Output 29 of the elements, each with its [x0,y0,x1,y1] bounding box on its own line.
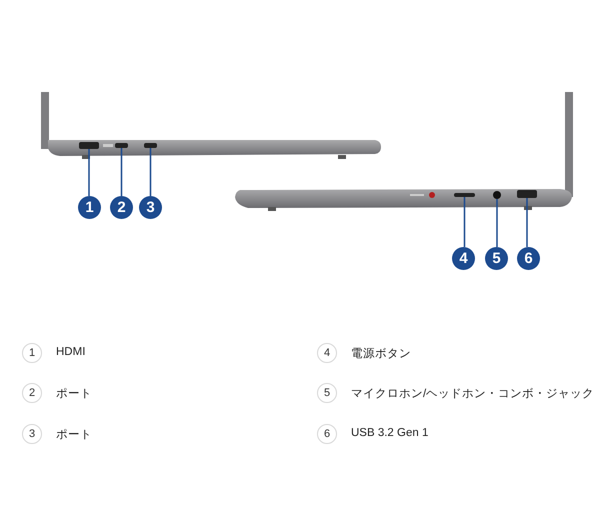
callout-number: 6 [517,247,540,270]
callout-number: 1 [22,343,42,363]
callout-number: 2 [110,196,133,219]
callout-number: 5 [485,247,508,270]
callout-number: 1 [78,196,101,219]
callout-number: 5 [317,383,337,403]
port-description: マイクロホン/ヘッドホン・コンボ・ジャック [351,387,594,401]
leader-line [120,148,122,196]
port-description: HDMI [56,346,86,358]
leader-line [88,149,90,196]
port [79,142,99,149]
callout-number: 4 [452,247,475,270]
port [144,143,157,148]
port-description: USB 3.2 Gen 1 [351,427,428,439]
callout-number: 2 [22,383,42,403]
leader-line [150,148,152,196]
port [517,190,537,198]
port [115,143,128,148]
callout-number: 4 [317,343,337,363]
callout-number: 6 [317,424,337,444]
port-description: 電源ボタン [351,346,411,361]
leader-line [464,197,466,247]
port-description: ポート [56,428,92,442]
port [454,193,475,197]
callout-number: 3 [22,424,42,444]
port-description: ポート [56,387,92,401]
leader-line [496,199,498,247]
callout-number: 3 [139,196,162,219]
leader-line [526,198,528,247]
